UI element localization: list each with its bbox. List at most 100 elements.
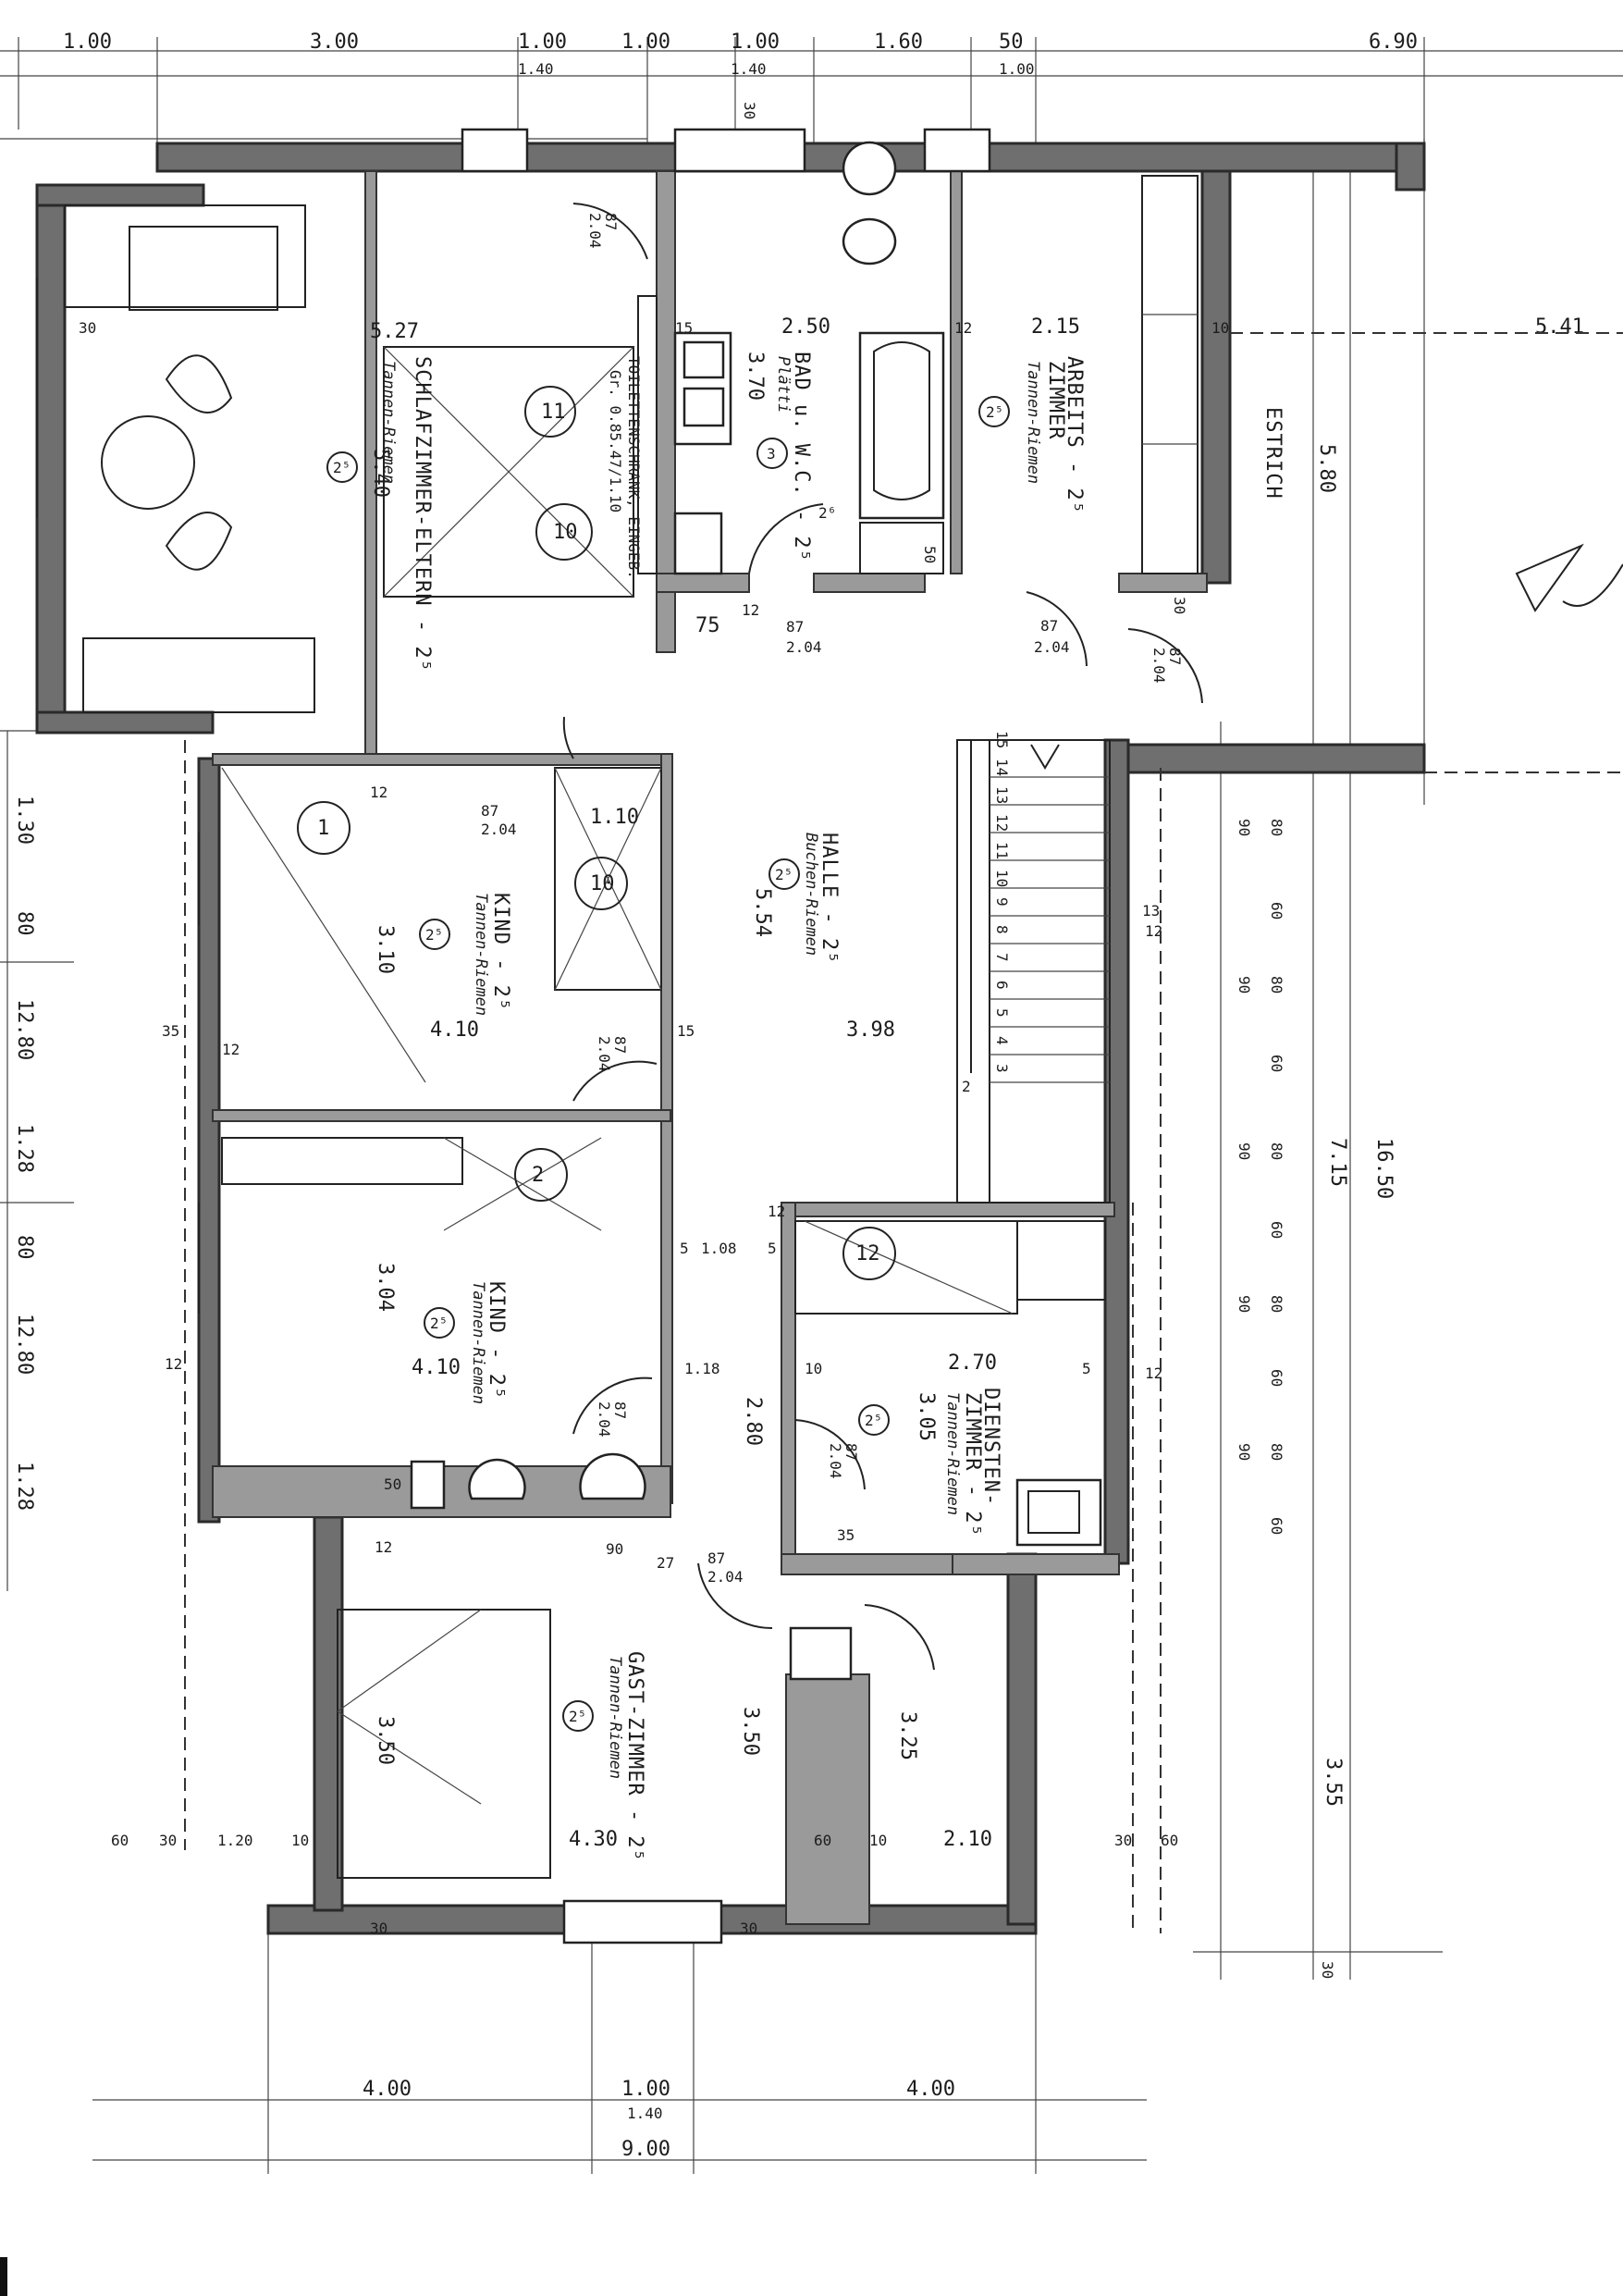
room-arbeits: 2.15 ARBEITS - 2⁵ ZIMMER Tannen-Riemen 2… — [978, 175, 1229, 667]
gast-width: 4.30 — [569, 1828, 618, 1851]
gast-30: 30 — [159, 1832, 177, 1849]
stair-9: 9 — [993, 897, 1011, 907]
edge-mark — [0, 2257, 7, 2296]
gast-door-w: 87 — [707, 1549, 725, 1567]
facade-90-2: 90 — [1236, 976, 1253, 994]
overall-depth: 16.50 — [1372, 1138, 1396, 1199]
facade-80-4: 80 — [1268, 1295, 1285, 1313]
kind2-12b: 12 — [375, 1538, 392, 1556]
gast-depth: 3.50 — [374, 1716, 397, 1765]
kind2-27: 27 — [657, 1554, 674, 1572]
top-wall-30: 30 — [741, 102, 758, 119]
gast-floor: Tannen-Riemen — [606, 1656, 624, 1779]
stair-13: 13 — [993, 786, 1011, 804]
bad-tag: 3 — [767, 445, 776, 463]
stair-12: 12 — [993, 814, 1011, 832]
kind2-floor: Tannen-Riemen — [469, 1281, 487, 1404]
kind2-5: 5 — [680, 1240, 689, 1257]
windows — [36, 128, 991, 1944]
kind2-90: 90 — [606, 1540, 623, 1558]
halle-15: 15 — [677, 1022, 695, 1040]
arbeit-name-2: ZIMMER — [1044, 361, 1067, 439]
kind1-35: 35 — [162, 1022, 179, 1040]
left-dim-4: 1.28 — [13, 1124, 36, 1173]
stair-14: 14 — [993, 759, 1011, 776]
dienst-12: 12 — [768, 1203, 785, 1220]
halle-75: 75 — [695, 614, 720, 637]
halle-tag: 2⁵ — [775, 866, 793, 883]
gast-325: 3.25 — [896, 1711, 919, 1760]
kind1-door2-w: 87 — [611, 1036, 629, 1054]
estrich-door-w: 87 — [1166, 648, 1184, 665]
dienst-door-w: 87 — [842, 1443, 860, 1461]
dienst-12b: 12 — [1145, 1364, 1162, 1382]
bad-50: 50 — [921, 546, 939, 563]
dienst-floor: Tannen-Riemen — [943, 1392, 962, 1515]
estrich-width: 5.41 — [1535, 315, 1584, 339]
facade-90-3: 90 — [1236, 1142, 1253, 1160]
top-sub-2: 1.40 — [731, 60, 767, 78]
stair-8: 8 — [993, 925, 1011, 934]
kind1-110: 1.10 — [590, 806, 639, 829]
left-dim-3: 12.80 — [13, 999, 36, 1060]
kind1-12: 12 — [222, 1041, 240, 1058]
kind2-door-h: 2.04 — [596, 1401, 613, 1438]
dienst-width: 2.70 — [948, 1352, 997, 1375]
gast-30b: 30 — [1114, 1832, 1132, 1849]
top-dimension-lines: 1.00 3.00 1.00 1.00 1.00 1.60 50 6.90 1.… — [0, 31, 1623, 148]
kind2-tag: 2⁵ — [430, 1315, 448, 1332]
bottom-sub: 1.40 — [627, 2105, 663, 2122]
gast-350: 3.50 — [739, 1707, 762, 1756]
arbeit-door-w: 87 — [1040, 617, 1058, 635]
halle-width: 3.98 — [846, 1018, 895, 1042]
kind1-tag: 2⁵ — [425, 926, 443, 944]
eltern-depth: 5.40 — [369, 449, 392, 498]
eltern-width: 5.27 — [370, 320, 419, 343]
left-dim-7: 1.28 — [13, 1462, 36, 1511]
stair-3: 3 — [993, 1064, 1011, 1073]
kind2-door-w: 87 — [611, 1401, 629, 1419]
arbeit-floor: Tannen-Riemen — [1024, 361, 1042, 484]
top-dim-1: 1.00 — [63, 31, 112, 54]
kind1-width: 4.10 — [430, 1018, 479, 1042]
room-kind-2: 2 KIND - 2⁵ Tannen-Riemen 2⁵ 3.04 4.10 1… — [165, 1137, 737, 1572]
gast-210: 2.10 — [943, 1828, 992, 1851]
stair-5: 5 — [993, 1008, 1011, 1018]
dienst-35: 35 — [837, 1526, 855, 1544]
bottom-dimension-lines: 4.00 1.00 4.00 1.40 9.00 — [92, 1924, 1147, 2174]
gast-wall-30b: 30 — [740, 1920, 757, 1937]
room-gast: GAST-ZIMMER - 2⁵ Tannen-Riemen 2⁵ 3.50 4… — [111, 1549, 1178, 1937]
bottom-dim-2: 1.00 — [621, 2078, 670, 2101]
dienst-depth: 3.05 — [915, 1392, 938, 1441]
bottom-dim-3: 4.00 — [906, 2078, 955, 2101]
gast-10b: 10 — [869, 1832, 887, 1849]
gast-door-h: 2.04 — [707, 1568, 744, 1586]
kind1-door-w: 87 — [481, 802, 498, 820]
bottom-total: 9.00 — [621, 2138, 670, 2161]
right-wall-30: 30 — [1319, 1961, 1336, 1979]
tag-12: 12 — [855, 1242, 880, 1265]
dienst-name-2: ZIMMER - 2⁵ — [961, 1392, 984, 1537]
bad-wall-12: 12 — [954, 319, 972, 337]
estrich-door-h: 2.04 — [1150, 648, 1168, 684]
top-dim-2: 3.00 — [310, 31, 359, 54]
top-dim-3: 1.00 — [518, 31, 567, 54]
eltern-tag: 2⁵ — [333, 459, 350, 476]
arbeit-door-h: 2.04 — [1034, 638, 1070, 656]
dashed-guides — [184, 740, 1162, 1933]
tag-2: 2 — [532, 1164, 544, 1187]
halle-depth: 5.54 — [751, 888, 774, 937]
top-dim-6: 1.60 — [874, 31, 923, 54]
kind1-name: KIND - 2⁵ — [489, 893, 512, 1011]
kind1-12b: 12 — [370, 784, 387, 801]
estrich-name: ESTRICH — [1261, 407, 1285, 500]
kind1-floor: Tannen-Riemen — [472, 893, 490, 1016]
tag-10: 10 — [553, 521, 578, 544]
room-bad: 15 2.50 BAD u. W.C. - 2⁵ Plätti 3.70 3 2… — [673, 141, 972, 619]
estrich-wall-30: 30 — [1171, 597, 1188, 614]
eltern-floor: Tannen-Riemen — [379, 361, 398, 484]
arbeit-width: 2.15 — [1031, 315, 1080, 339]
kind2-name: KIND - 2⁵ — [485, 1281, 508, 1400]
arbeit-wall-10: 10 — [1211, 319, 1229, 337]
left-dim-2: 80 — [13, 911, 36, 936]
